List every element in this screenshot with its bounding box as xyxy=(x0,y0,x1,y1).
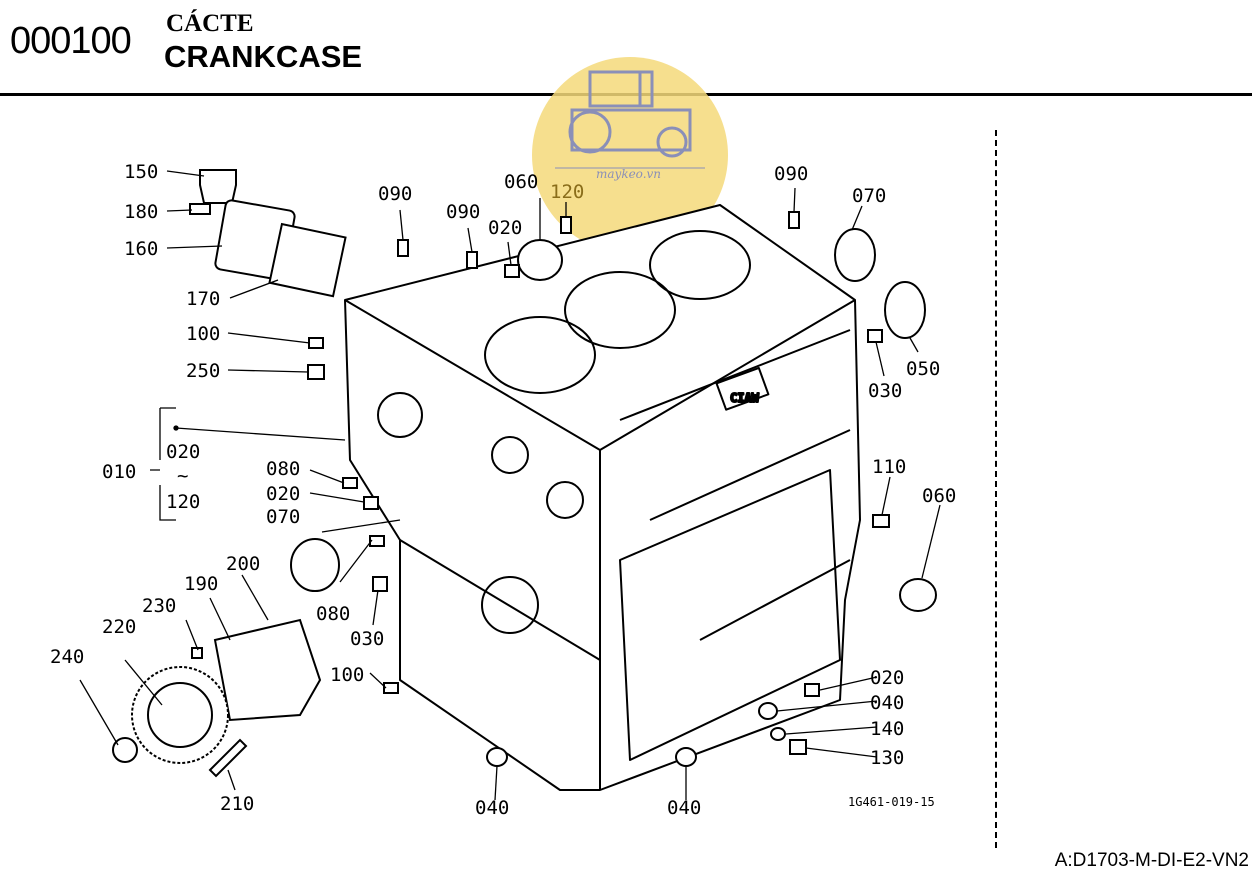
callout-label: 220 xyxy=(102,616,136,638)
callout-label: 090 xyxy=(378,183,412,205)
model-code: A:D1703-M-DI-E2-VN2 xyxy=(1054,850,1249,871)
callout-label: 150 xyxy=(124,161,158,183)
callout-label: 080 xyxy=(266,458,300,480)
title-english: CRANKCASE xyxy=(164,39,363,74)
watermark-logo: maykeo.vn xyxy=(532,57,728,253)
tractor-icon xyxy=(568,70,692,158)
watermark-text: maykeo.vn xyxy=(596,167,661,181)
callout-label: 060 xyxy=(922,485,956,507)
part-group-code: 000100 xyxy=(10,20,132,62)
callout-label: 010 xyxy=(102,461,136,483)
callout-label: 080 xyxy=(316,603,350,625)
group-range-tilde: ~ xyxy=(177,465,188,487)
callout-label: 030 xyxy=(350,628,384,650)
diagram-reference: 1G461-019-15 xyxy=(848,795,935,809)
callout-label: 090 xyxy=(774,163,808,185)
callout-label: 190 xyxy=(184,573,218,595)
callout-label: 020 xyxy=(488,217,522,239)
loose-parts xyxy=(112,169,937,778)
callout-label: 020 xyxy=(166,441,200,463)
callout-label: 170 xyxy=(186,288,220,310)
callout-label: 040 xyxy=(870,692,904,714)
callout-label: 140 xyxy=(870,718,904,740)
title-vietnamese: CÁCTE xyxy=(166,10,254,37)
leader-lines xyxy=(79,170,941,801)
callout-label: 120 xyxy=(550,181,584,203)
callout-label: 120 xyxy=(166,491,200,513)
callout-label: 230 xyxy=(142,595,176,617)
callout-label: 100 xyxy=(186,323,220,345)
callout-label: 240 xyxy=(50,646,84,668)
callout-label: 020 xyxy=(870,667,904,689)
callout-label: 040 xyxy=(667,797,701,819)
callout-label: 070 xyxy=(852,185,886,207)
callout-label: 210 xyxy=(220,793,254,815)
callout-label: 070 xyxy=(266,506,300,528)
callout-label: 160 xyxy=(124,238,158,260)
crankcase-block: CIAW xyxy=(344,204,861,791)
callout-label: 180 xyxy=(124,201,158,223)
svg-text:CIAW: CIAW xyxy=(730,391,760,405)
callout-label: 100 xyxy=(330,664,364,686)
callout-labels: 150 180 160 170 100 250 010 020 ~ 120 08… xyxy=(50,161,956,819)
callout-label: 050 xyxy=(906,358,940,380)
callout-label: 110 xyxy=(872,456,906,478)
callout-label: 130 xyxy=(870,747,904,769)
callout-label: 060 xyxy=(504,171,538,193)
callout-label: 090 xyxy=(446,201,480,223)
callout-label: 250 xyxy=(186,360,220,382)
callout-label: 040 xyxy=(475,797,509,819)
callout-label: 020 xyxy=(266,483,300,505)
callout-label: 030 xyxy=(868,380,902,402)
dashed-divider xyxy=(995,130,997,848)
callout-label: 200 xyxy=(226,553,260,575)
